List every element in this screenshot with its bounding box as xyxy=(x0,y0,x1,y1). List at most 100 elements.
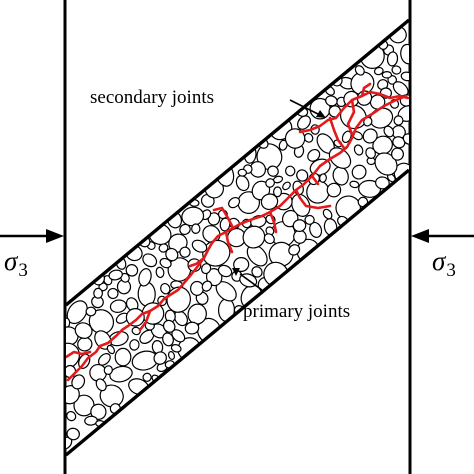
particle xyxy=(179,246,191,258)
particle xyxy=(228,196,241,209)
particle xyxy=(235,175,250,192)
particle xyxy=(125,307,145,327)
particle xyxy=(159,257,172,269)
primary-joint-branch xyxy=(66,174,332,359)
particle xyxy=(358,179,382,198)
particle xyxy=(237,168,247,177)
particle xyxy=(66,410,77,422)
particle xyxy=(267,165,279,177)
particle xyxy=(106,344,116,355)
particle xyxy=(282,181,291,191)
particle xyxy=(84,415,98,426)
particle xyxy=(153,351,167,365)
primary-joint-path xyxy=(66,94,408,382)
leader-lines xyxy=(232,99,326,291)
joint-band-outline xyxy=(64,18,411,457)
particle xyxy=(142,372,152,382)
sigma3-left-label: σ3 xyxy=(4,246,28,281)
particle xyxy=(142,253,158,268)
particle xyxy=(191,223,201,234)
particle xyxy=(184,321,200,335)
particle xyxy=(165,247,179,262)
primary-leader-line xyxy=(239,273,263,291)
particle xyxy=(400,71,409,82)
particle xyxy=(138,268,152,287)
particle xyxy=(103,365,113,375)
particle xyxy=(95,378,107,392)
particle xyxy=(375,176,390,190)
particle xyxy=(260,193,279,211)
sigma-subscript: 3 xyxy=(446,260,456,281)
particle xyxy=(233,256,250,273)
particle xyxy=(155,266,165,279)
stress-arrow-right xyxy=(411,229,474,243)
sigma-symbol: σ xyxy=(432,246,446,276)
particle xyxy=(402,133,409,145)
particle xyxy=(74,322,93,339)
stress-arrow-left xyxy=(0,229,64,243)
particle xyxy=(249,161,267,178)
primary-joints-label: primary joints xyxy=(243,301,351,322)
particle xyxy=(97,353,111,366)
particle xyxy=(296,169,309,182)
particle xyxy=(170,344,182,353)
particle xyxy=(307,148,321,162)
particle xyxy=(265,226,275,236)
joint-network xyxy=(66,82,409,382)
particle xyxy=(322,208,333,220)
particle xyxy=(160,282,171,295)
particle xyxy=(272,186,282,198)
particle xyxy=(251,266,263,278)
particle xyxy=(383,125,395,138)
particle xyxy=(114,347,132,367)
particle xyxy=(284,128,306,149)
particle xyxy=(109,365,133,383)
particle xyxy=(217,264,233,278)
particle xyxy=(319,173,327,183)
particle xyxy=(386,51,399,67)
particle xyxy=(291,193,311,217)
particle xyxy=(89,363,107,382)
particle xyxy=(362,128,378,144)
particle xyxy=(93,287,103,299)
particle xyxy=(158,243,169,253)
particle xyxy=(278,139,288,151)
particle xyxy=(306,180,330,204)
particle xyxy=(131,326,141,336)
particle xyxy=(354,65,365,76)
particle xyxy=(200,263,212,275)
particle xyxy=(85,306,97,317)
particle xyxy=(353,144,364,156)
sigma-symbol: σ xyxy=(4,246,18,276)
particle xyxy=(349,180,360,189)
particle xyxy=(391,65,402,75)
particle xyxy=(365,147,376,159)
particle xyxy=(303,133,314,143)
particle xyxy=(201,280,213,292)
particle xyxy=(304,214,315,225)
particle xyxy=(66,427,80,441)
particle xyxy=(263,233,275,245)
secondary-joint-path xyxy=(298,82,409,150)
particle xyxy=(393,115,404,126)
particle xyxy=(325,95,338,107)
particle xyxy=(284,165,296,177)
particle xyxy=(242,225,266,249)
particle xyxy=(326,182,342,198)
particle xyxy=(108,269,123,281)
secondary-leader-line xyxy=(289,99,319,115)
particle xyxy=(219,217,231,232)
particle xyxy=(288,244,301,256)
primary-arrowhead xyxy=(232,268,240,276)
particle xyxy=(392,136,406,149)
particle xyxy=(328,147,352,169)
particle xyxy=(390,147,405,161)
particle xyxy=(373,66,384,76)
particle xyxy=(191,239,208,253)
particle xyxy=(297,115,311,130)
band-upper-edge xyxy=(64,18,411,307)
particle xyxy=(179,223,191,236)
sigma3-right-label: σ3 xyxy=(432,246,456,281)
band-lower-edge xyxy=(64,168,411,457)
